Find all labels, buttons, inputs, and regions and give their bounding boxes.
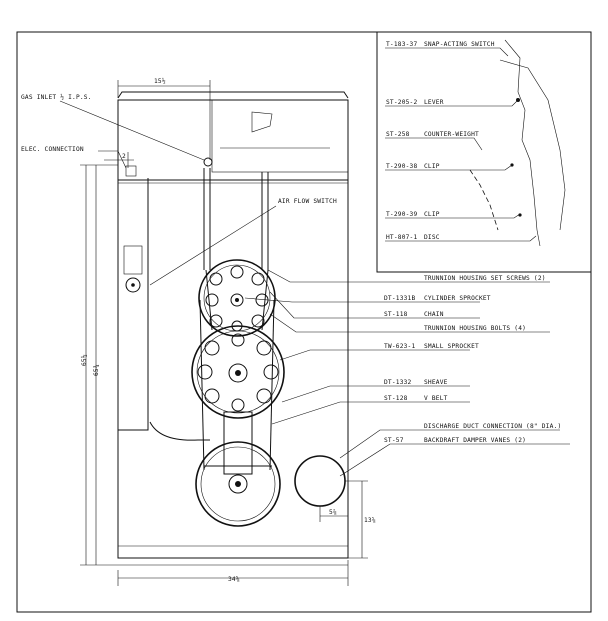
dim-height-b: 65¾ xyxy=(92,364,100,376)
label-sheave-partno: DT-1332 xyxy=(384,379,412,386)
label-cw-name: COUNTER-WEIGHT xyxy=(424,131,479,138)
inset-counterweight xyxy=(469,169,499,231)
inset-lever xyxy=(499,59,566,231)
discharge-duct xyxy=(294,455,346,507)
label-vanes-partno: ST-57 xyxy=(384,437,404,444)
label-sheave-name: SHEAVE xyxy=(424,379,448,386)
label-vanes-name: BACKDRAFT DAMPER VANES (2) xyxy=(424,437,526,444)
label-duct: DISCHARGE DUCT CONNECTION (8" DIA.) xyxy=(424,423,561,430)
snap-switch-inset: T-183-37 SNAP-ACTING SWITCH ST-205-2 LEV… xyxy=(376,31,592,273)
drive-chain xyxy=(205,269,213,331)
main-callouts xyxy=(244,269,570,477)
label-csp-partno: DT-1331B xyxy=(384,295,415,302)
left-column xyxy=(117,178,149,431)
label-snap-partno: T-183-37 xyxy=(386,41,417,48)
top-burner-housing xyxy=(211,99,349,173)
label-ssp-partno: TW-623-1 xyxy=(384,343,415,350)
label-trunnion-bolts: TRUNNION HOUSING BOLTS (4) xyxy=(424,325,526,332)
dim-elec-offset: 2 xyxy=(122,153,126,160)
label-clip1-name: CLIP xyxy=(424,163,440,170)
label-vbelt-name: V BELT xyxy=(424,395,448,402)
sheave-assembly xyxy=(191,325,285,419)
label-ssp-name: SMALL SPROCKET xyxy=(424,343,479,350)
label-trunnion-set-screws: TRUNNION HOUSING SET SCREWS (2) xyxy=(424,275,546,282)
label-cw-partno: ST-258 xyxy=(386,131,410,138)
drawing-frame xyxy=(16,31,592,613)
label-chain-partno: ST-118 xyxy=(384,311,408,318)
dryer-cabinet xyxy=(117,91,349,559)
dim-height-a: 65½ xyxy=(80,354,88,366)
label-csp-name: CYLINDER SPROCKET xyxy=(424,295,491,302)
label-lever-partno: ST-205-2 xyxy=(386,99,417,106)
label-vbelt-partno: ST-128 xyxy=(384,395,408,402)
label-air-flow-switch: AIR FLOW SWITCH xyxy=(278,198,337,205)
top-flap xyxy=(251,111,273,133)
label-clip1-partno: T-290-38 xyxy=(386,163,417,170)
cylinder-sprocket-assembly xyxy=(198,259,276,337)
gas-inlet-fitting xyxy=(203,157,213,167)
label-snap-name: SNAP-ACTING SWITCH xyxy=(424,41,495,48)
dim-duct-height: 13⅝ xyxy=(364,516,376,524)
dim-base-width: 34⅝ xyxy=(228,575,240,583)
dim-duct-offset: 5⅞ xyxy=(329,508,337,516)
air-flow-switch-knob xyxy=(125,277,141,293)
inset-switch-body xyxy=(504,39,541,247)
motor-pulley-assembly xyxy=(195,411,281,527)
v-belt xyxy=(199,299,205,471)
elec-connection-box xyxy=(125,165,137,177)
label-lever-name: LEVER xyxy=(424,99,444,106)
dim-top-width: 15½ xyxy=(154,77,166,85)
label-disc-name: DISC xyxy=(424,234,440,241)
gas-supply-tube xyxy=(149,421,210,441)
label-disc-partno: HT-807-1 xyxy=(386,234,417,241)
label-clip2-partno: T-290-39 xyxy=(386,211,417,218)
label-clip2-name: CLIP xyxy=(424,211,440,218)
dimension-lines xyxy=(80,80,368,586)
label-elec-connection: ELEC. CONNECTION xyxy=(21,146,84,153)
label-chain-name: CHAIN xyxy=(424,311,444,318)
label-gas-inlet: GAS INLET ½ I.P.S. xyxy=(21,93,92,101)
